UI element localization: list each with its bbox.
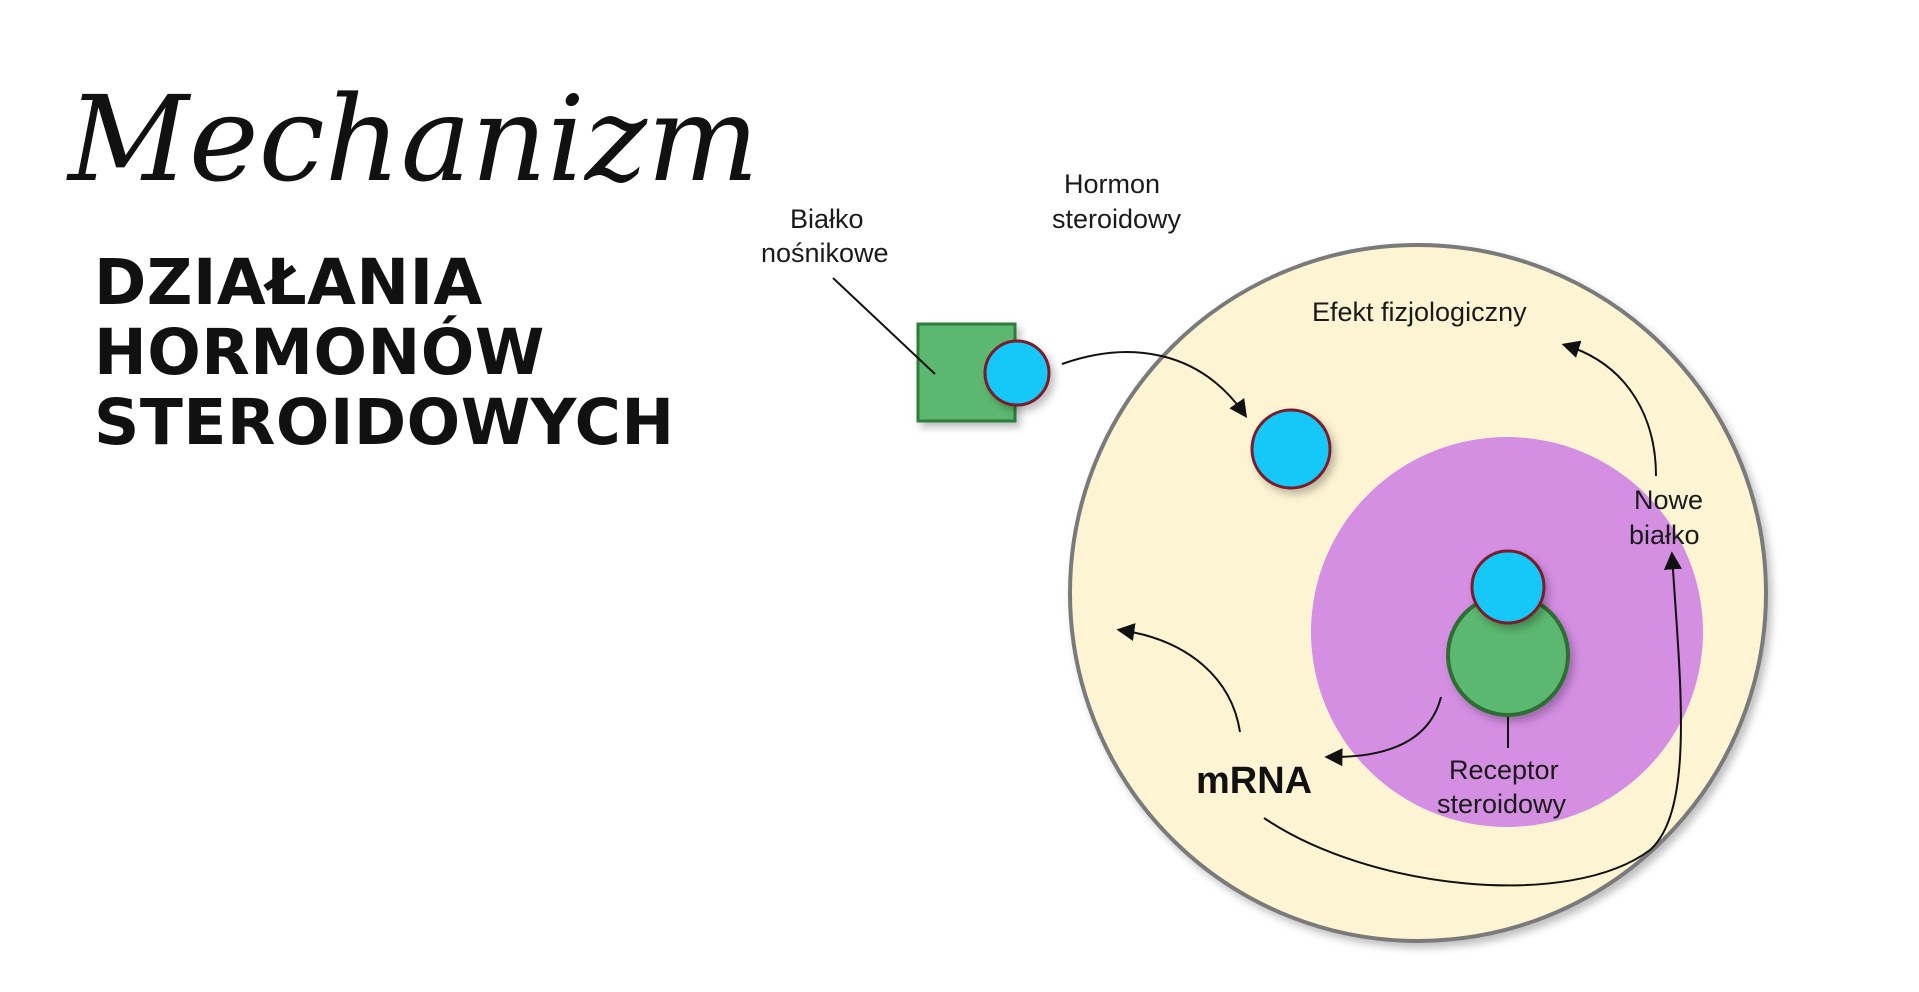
arrow-hormone-entry xyxy=(1061,351,1248,418)
hormone-bound-carrier xyxy=(983,339,1051,407)
steroid-receptor-label-1: Receptor xyxy=(1449,755,1559,785)
arrow-mrna-to-new-protein xyxy=(1263,551,1682,887)
mrna-label: mRNA xyxy=(1196,760,1312,802)
new-protein-label-2: białko xyxy=(1629,520,1700,550)
main-title-line-2: HORMONÓW xyxy=(94,316,545,389)
steroid-hormone-label-2: steroidowy xyxy=(1052,204,1182,234)
steroid-receptor-label-2: steroidowy xyxy=(1437,789,1567,819)
new-protein-label-1: Nowe xyxy=(1634,485,1703,515)
arrow-receptor-to-mrna xyxy=(1324,696,1442,767)
hormone-free xyxy=(1250,408,1332,490)
carrier-protein-label-2: nośnikowe xyxy=(761,238,889,268)
carrier-protein-label-1: Białko xyxy=(790,204,864,234)
carrier-leader-line xyxy=(832,277,936,375)
main-title: DZIAŁANIA HORMONÓW STEROIDOWYCH xyxy=(94,248,675,458)
main-title-line-3: STEROIDOWYCH xyxy=(94,386,675,459)
arrow-mrna-export xyxy=(1116,623,1241,733)
arrow-new-protein-to-effect xyxy=(1561,340,1657,477)
main-title-line-1: DZIAŁANIA xyxy=(94,246,483,319)
script-title-text: Mechanizm xyxy=(66,70,759,208)
physiological-effect-label: Efekt fizjologiczny xyxy=(1312,297,1527,327)
steroid-hormone-label-1: Hormon xyxy=(1064,169,1160,199)
hormone-bound-receptor xyxy=(1470,549,1546,625)
script-title: Mechanizm xyxy=(66,70,759,208)
